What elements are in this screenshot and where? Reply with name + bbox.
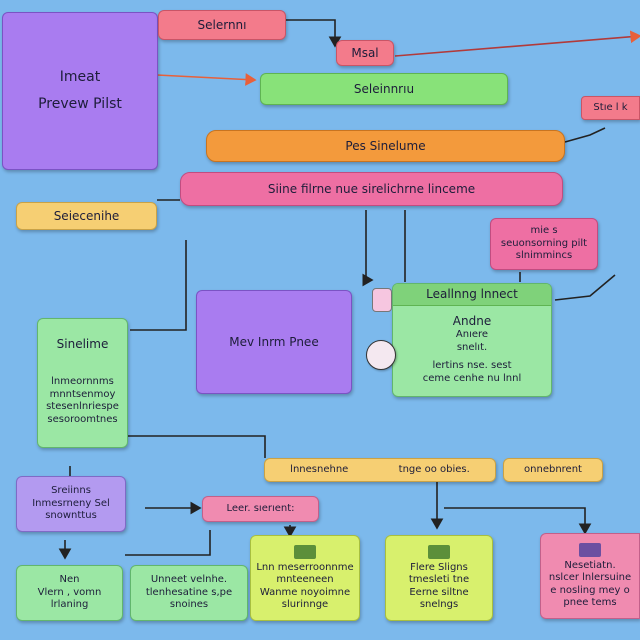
mint-bl1-line2: Vlern , vomn (37, 586, 102, 598)
yellow-wide-right: tnge oo obies. (398, 463, 470, 475)
lime-bottom-1[interactable]: Lnn meserroonnme mnteeneen Wanme noyoimn… (250, 535, 360, 621)
pink-mid-node[interactable]: Leer. sıerıent: (202, 496, 319, 522)
image-preview-title: Imeat (59, 68, 101, 85)
green-panel-line2: Anıere (455, 329, 489, 340)
lime-b1-line1: Lnn meserroonnme (256, 561, 354, 573)
mint-bl2-line2: tlenhesatine s,pe (145, 586, 233, 598)
line-pinkmid-to-bottom (125, 530, 211, 556)
mint-bl1-line1: Nen (59, 574, 80, 586)
mint-bl2-line3: snoines (169, 599, 209, 611)
mint-bottom-left-2[interactable]: Unneet velnhe. tlenhesatine s,pe snoines (130, 565, 248, 621)
window-icon (579, 542, 601, 557)
pink-small-line3: slnimmincs (515, 250, 573, 262)
mint-left-node[interactable]: Sinelime lnmeornnms mnntsenmoy stesenlnr… (37, 318, 128, 448)
rose-b-line2: nslcer lnlersuine (548, 572, 632, 583)
yellow-right-label: onnebnrent (524, 463, 582, 475)
pink-mid-label: Leer. sıerıent: (226, 502, 295, 514)
lime-b1-line3: Wanme noyoimne (259, 586, 351, 598)
orange-bar-label: Pes Sinelume (345, 138, 426, 153)
mint-bl1-line3: lrlaning (50, 599, 89, 611)
mint-left-line2: mnntsenmoy (49, 388, 116, 400)
msal-node[interactable]: Msal (336, 40, 394, 66)
orange-bar-node[interactable]: Pes Sinelume (206, 130, 565, 162)
pink-small-line1: mie s (530, 225, 558, 237)
mint-left-line3: stesenlnriespe (46, 401, 119, 412)
sheet-icon (294, 544, 316, 559)
green-panel-line3: snelıt. (456, 341, 488, 353)
green-bar-node[interactable]: Seleinnrıu (260, 73, 508, 105)
line-right-branch (554, 274, 616, 301)
line-preview-to-green (156, 73, 257, 86)
mint-left-title: Sinelime (56, 337, 109, 351)
green-panel-line5: ceme cenhe nu lnnl (422, 372, 522, 384)
green-panel-node[interactable]: Leallnng lnnect Andne Anıere snelıt. ler… (392, 283, 552, 397)
lav-left-line3: snownttus (45, 510, 97, 522)
rose-b-line1: Nesetiatn. (564, 559, 616, 571)
yellow-right-node[interactable]: onnebnrent (503, 458, 603, 482)
msal-label: Msal (351, 45, 379, 60)
lime-bottom-2[interactable]: Flere Sligns tmesleti tne Eerne siltne s… (385, 535, 493, 621)
rose-bottom[interactable]: Nesetiatn. nslcer lnlersuine e nosling m… (540, 533, 640, 619)
pink-small-node[interactable]: mie s seuonsorning pilt slnimmincs (490, 218, 598, 270)
right-tab-node[interactable]: Stıe l k (581, 96, 640, 120)
yellow-left-label: Seiecenihe (53, 208, 120, 223)
lime-b2-line1: Flere Sligns (410, 561, 468, 573)
mint-bl2-line1: Unneet velnhe. (150, 574, 228, 586)
document-icon (428, 544, 450, 559)
green-bar-label: Seleinnrıu (353, 81, 415, 96)
lime-b2-line4: snelngs (419, 599, 459, 610)
line-down-1 (362, 210, 374, 287)
lime-b2-line2: tmesleti tne (408, 574, 470, 585)
lav-left-node[interactable]: Sreiinns Inmesrneny Sel snownttus (16, 476, 126, 532)
badge-icon (372, 288, 392, 312)
lav-left-line1: Sreiinns (51, 485, 91, 497)
line-top-to-msal (285, 19, 342, 48)
image-preview-box[interactable]: Imeat Prevew Pilst (2, 12, 158, 170)
line-vertical-left (130, 240, 187, 331)
green-panel-title: Leallnng lnnect (393, 284, 551, 306)
line-to-rose (444, 507, 592, 535)
top-salmon-label: Selernnı (197, 17, 247, 32)
rose-b-line4: pnee tems (563, 597, 617, 608)
lav-left-line2: Inmesrneny Sel (32, 497, 110, 509)
camera-icon (366, 340, 396, 370)
green-panel-line1: Andne (452, 314, 492, 328)
green-panel-line4: lertins nse. sest (432, 360, 512, 371)
yellow-wide-left: lnnesnehne (290, 463, 349, 475)
pink-bar-label: Siine filrne nue sirelichrne linceme (267, 181, 476, 196)
mint-left-line1: lnmeornnms (51, 376, 114, 387)
yellow-left-node[interactable]: Seiecenihe (16, 202, 157, 230)
line-mid-horizontal (128, 435, 266, 458)
pink-bar-node[interactable]: Siine filrne nue sirelichrne linceme (180, 172, 563, 206)
lime-b1-line2: mnteeneen (276, 574, 334, 585)
mint-left-line4: sesoroomtnes (47, 413, 118, 425)
purple-center-label: Mev Inrm Pnee (229, 334, 319, 349)
rose-b-line3: e nosling mey o (550, 584, 630, 596)
top-salmon-node[interactable]: Selernnı (158, 10, 286, 40)
pink-small-line2: seuonsorning pilt (500, 237, 588, 249)
purple-center-node[interactable]: Mev Inrm Pnee (196, 290, 352, 394)
image-preview-subtitle: Prevew Pilst (38, 96, 122, 112)
line-msal-to-right (394, 30, 640, 57)
lime-b1-line4: slurinnge (281, 599, 329, 610)
mint-bottom-left-1[interactable]: Nen Vlern , vomn lrlaning (16, 565, 123, 621)
line-orange-to-right (564, 127, 606, 143)
lime-b2-line3: Eerne siltne (409, 586, 469, 598)
yellow-wide-node[interactable]: lnnesnehne tnge oo obies. (264, 458, 496, 482)
right-tab-label: Stıe l k (593, 101, 628, 113)
